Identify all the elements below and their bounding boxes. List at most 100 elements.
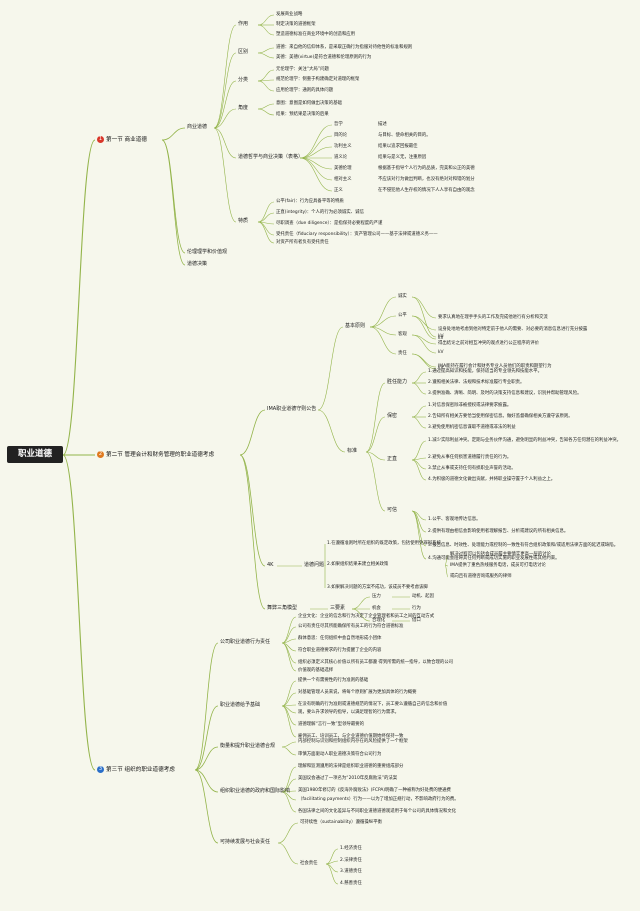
philosophy-name[interactable]: 相对主义 [334, 177, 352, 182]
l3-ethical-issue[interactable]: 道德问题 [304, 562, 325, 568]
philosophy-desc[interactable]: 结果与是义无，注重原因 [378, 155, 427, 160]
leaf-b[interactable]: 观，要么升求领导的指导，以满足理智的行为需求。 [298, 710, 399, 715]
principle-name[interactable]: 公平 [398, 313, 407, 318]
leaf-zz[interactable]: 1.减少实际利益冲突。定期与业务伙伴沟通，避免明显的利益冲突，告知各方任何潜在的… [428, 438, 621, 443]
fraud-element-desc[interactable]: 动机、起因 [412, 594, 434, 599]
philosophy-name[interactable]: 道义论 [334, 155, 348, 160]
leaf-qb[interactable]: 美德：美德(virtue)是符合道德和伦理原则的行为 [276, 55, 372, 60]
leaf-qb[interactable]: 道德：来自他的信仰体系，是采取正确行为指服对待他性的标准和规则 [276, 45, 413, 50]
group-g_a[interactable]: 公司职业道德行为责任 [220, 639, 271, 645]
root-node[interactable]: 职业道德 [7, 446, 63, 463]
l2-ethics-values[interactable]: 伦理理学和价值观 [187, 249, 228, 255]
leaf-issue-option[interactable]: 或向且有道德咨询或服务的律师 [450, 574, 512, 579]
group-sustainability[interactable]: 可持续发展与社会责任 [220, 839, 271, 845]
leaf-issue-step[interactable]: 1.在遵循准则时所在组织的既定政策，包括使用免罪辩系统 [327, 541, 441, 546]
group-g_b[interactable]: 职业道德给予基础 [220, 702, 261, 708]
leaf-trait[interactable]: 受托责任（fiduciary responsibility）：资产管理公司——基… [276, 232, 438, 237]
group-g_zuoyong[interactable]: 作用 [238, 21, 249, 27]
leaf-trait[interactable]: 正直(integrity)：个人的行为必须诚实、诚信 [276, 210, 364, 215]
philosophy-desc[interactable]: 描述 [378, 122, 387, 127]
philosophy-name[interactable]: 正义 [334, 188, 343, 193]
leaf-responsibility[interactable]: 3.道德责任 [340, 869, 362, 874]
fraud-element[interactable]: 压力 [372, 594, 381, 599]
leaf-d[interactable]: 美国1980年修订的《反海外腐败法》(FCPA)明确了一种被称为好处费的便通费 [298, 788, 451, 793]
philosophy-desc[interactable]: 与目标、使命相关的目的。 [378, 133, 431, 138]
principle-desc[interactable]: 要求认真地在理手手头的工作及完成他进行有分析和交流 [438, 315, 548, 320]
leaf-b[interactable]: 提供一个有需要性的行为准则的基础 [298, 678, 369, 683]
fraud-element[interactable]: 机会 [372, 606, 381, 611]
l2-ima-code[interactable]: IMA职业道德守则公告 [267, 406, 317, 412]
leaf-zz[interactable]: 2.避免从事任何损害道德履行责任的行为。 [428, 455, 512, 460]
leaf-social-responsibility[interactable]: 社会责任 [300, 861, 318, 866]
leaf-sz[interactable]: 2.遵照相关法律、法规和技术标准履行专业职责。 [428, 380, 525, 385]
leaf-kx[interactable]: 4.沟通可能会阻碍其任何判断或成功实施的职业发展性或其他约束。 [428, 556, 560, 561]
fraud-element-desc[interactable]: 行为 [412, 606, 421, 611]
philosophy-desc[interactable]: 结果以追求回报最佳 [378, 144, 418, 149]
principle-desc[interactable]: 设身处地地考虑到他对特定前于他人的需要、对必要的消息信息进行充分披露 [438, 327, 588, 332]
group-g_suzhi[interactable]: 胜任能力 [387, 379, 408, 385]
group-g_jiaodu[interactable]: 角度 [238, 105, 249, 111]
l3-standards[interactable]: 标准 [347, 448, 358, 454]
leaf-zy[interactable]: 发展商业战略 [276, 12, 303, 17]
group-g_fenlei[interactable]: 分类 [238, 77, 249, 83]
philosophy-name[interactable]: 美德伦理 [334, 166, 352, 171]
leaf-d[interactable]: （facilitating payments）行为——以为了增加正规行动，不影响… [298, 797, 459, 802]
l2-ethical-decision[interactable]: 道德决策 [187, 261, 208, 267]
principle-kv[interactable]: kV [438, 334, 444, 339]
group-g_d[interactable]: 组织职业道德的政府和国际影响 [220, 788, 291, 794]
leaf-zz[interactable]: 3.禁止从事或支持任何有损职业声誉的活动。 [428, 466, 516, 471]
leaf-b[interactable]: 在没有明确的行为准则或道德规范的情况下，员工要么遵循自己的信念和价值 [298, 702, 448, 707]
leaf-sustainability[interactable]: 可持续性（sustainability）遵循操纵平衡 [300, 820, 382, 825]
leaf-a[interactable]: 符合职业道德要求的行为提醒了企业的内容 [298, 648, 382, 653]
group-traits[interactable]: 特质 [238, 218, 249, 224]
principle-kv[interactable]: kV [438, 366, 444, 371]
leaf-b[interactable]: 对基础管理人员来说，将每个原则扩展为更加具体的行为概要 [298, 690, 417, 695]
leaf-sz[interactable]: 3.提供准确、清晰、简明、及时的决策支持信息和建议，识别并帮助管理风险。 [428, 391, 582, 396]
leaf-d[interactable]: 各国法律之间的文化差异与不同职业道德道德观适用于每个公司的具体情况和文化 [298, 809, 457, 814]
principle-desc[interactable]: IMA能持在履行会计和财务专业人员他们的职责和期望行为 [438, 364, 552, 369]
leaf-kx[interactable]: 2.提供有理由相信会影响使用者理解报告、分析或建议的所有相关信息。 [428, 529, 569, 534]
philosophy-name[interactable]: 功利主义 [334, 144, 352, 149]
leaf-d[interactable]: 美国议会通过了一项名为“2010年反腐败法”的法案 [298, 776, 398, 781]
philosophy-desc[interactable]: 根据基于指导个人行为的品质，完美和公正的美德 [378, 166, 475, 171]
philosophy-name[interactable]: 哲学 [334, 122, 343, 127]
group-g_kexin[interactable]: 可信 [387, 507, 398, 513]
leaf-zz[interactable]: 4.为积极的道德文化做出贡献，并将职业操守置于个人利益之上。 [428, 477, 556, 482]
philosophy-desc[interactable]: 不应该对行为做出判断，也没有绝对对和错的划分 [378, 177, 475, 182]
l2-business-ethics[interactable]: 商业道德 [187, 124, 208, 130]
leaf-a[interactable]: 价值观的基础选择 [298, 668, 334, 673]
leaf-bm[interactable]: 1.对信息保密除非被授权或法律要求披露。 [428, 403, 512, 408]
leaf-trait[interactable]: 公平(fair)：行为应具备平等的特质 [276, 199, 344, 204]
principle-name[interactable]: 客观 [398, 332, 407, 337]
leaf-kx[interactable]: 1.公平、客观地传达信息。 [428, 517, 481, 522]
leaf-issue-option[interactable]: IMA提供了重色热线服务电话，成员可打电话讨论 [450, 563, 546, 568]
leaf-trait[interactable]: 对资产所有者负有受托责任 [276, 240, 329, 245]
leaf-issue-step[interactable]: 2.如果组织结果未建立相关政策 [327, 562, 389, 567]
leaf-jd[interactable]: 意图：意图是如何做出决策的基础 [276, 101, 342, 106]
group-g_zhengzhi[interactable]: 正直 [387, 456, 398, 462]
l3-basic-principles[interactable]: 基本原则 [345, 323, 366, 329]
leaf-bm[interactable]: 3.避免使用机密信息谋取不道德或非法的利益 [428, 425, 516, 430]
leaf-responsibility[interactable]: 2.法律责任 [340, 858, 362, 863]
leaf-issue-option[interactable]: 解决过程可以包括会成员履主要情实更高一层的讨论 [450, 552, 551, 557]
leaf-issue-step[interactable]: 3.如果解决问题的方案不成功，该成员不要考虑该脚 [327, 585, 428, 590]
leaf-kx[interactable]: 3.报告信息、时效性、处理能力或控制的一致性有符合组织政策和/或适用法律方面的延… [428, 543, 619, 548]
leaf-fl[interactable]: 元伦理学：关注“大局”问题 [276, 67, 329, 72]
leaf-zy[interactable]: 制定决策的道德框架 [276, 22, 316, 27]
principle-name[interactable]: 责任 [398, 351, 407, 356]
leaf-c[interactable]: 内部控制与识别和控制组织内存在的风险提供了一个框架 [298, 739, 408, 744]
leaf-trait[interactable]: 尽职调查（due diligence）：是指保持必要程度的严谨 [276, 221, 383, 226]
philosophy-desc[interactable]: 在不侵犯他人生存权的情况下人人享有自由的观念 [378, 188, 475, 193]
leaf-responsibility[interactable]: 1.经济责任 [340, 846, 362, 851]
leaf-fl[interactable]: 应用伦理学：通则的具体问题 [276, 88, 334, 93]
leaf-bm[interactable]: 2.告知所有相关方要恰当使用保密信息。做好监督确保相关方遵守该原则。 [428, 414, 573, 419]
principle-name[interactable]: 诚实 [398, 294, 407, 299]
leaf-b[interactable]: 雇佣员工、培训员工，与企业道德价值期始终保持一致 [298, 734, 404, 739]
leaf-jd[interactable]: 结果：预结果是决策的后果 [276, 112, 329, 117]
leaf-fl[interactable]: 规范伦理学：侧重于构建确定对道理的框架 [276, 77, 360, 82]
group-g_baomi[interactable]: 保密 [387, 413, 398, 419]
principle-desc[interactable]: 得出结论之前对相互冲突的观点进行公正程序的评价 [438, 341, 539, 346]
